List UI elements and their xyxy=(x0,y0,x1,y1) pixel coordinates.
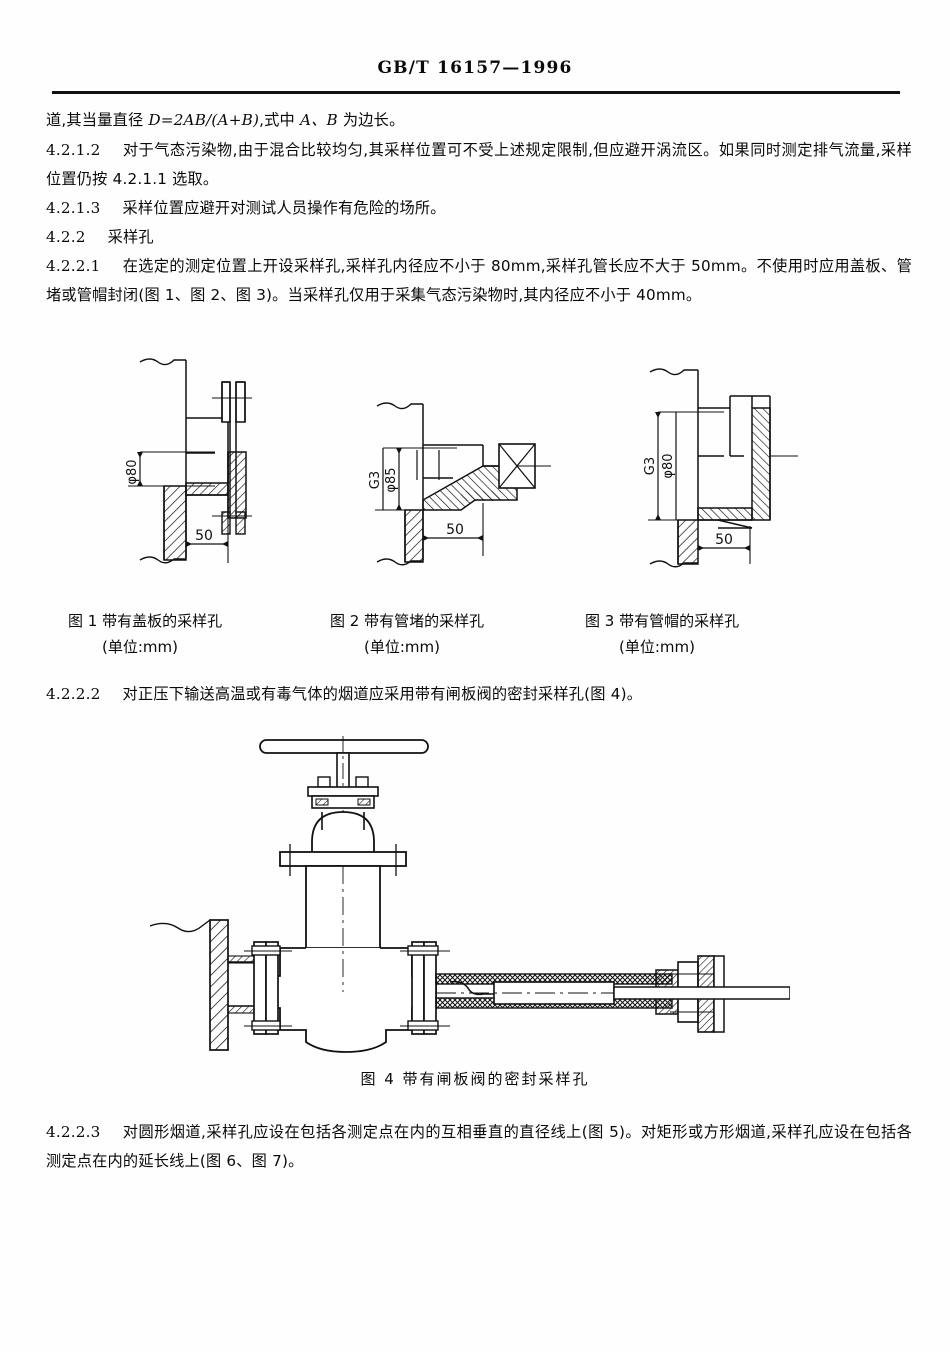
figure-3-caption-line1: 图 3 带有管帽的采样孔 xyxy=(585,612,740,630)
para-vars: A、B xyxy=(299,111,338,129)
figure-3-caption-line2: (单位:mm) xyxy=(619,638,695,656)
figure-2-caption: 图 2 带有管堵的采样孔 (单位:mm) xyxy=(330,608,484,660)
header-rule xyxy=(52,91,900,94)
clause-4-2-2-heading: 4.2.2 采样孔 xyxy=(46,223,912,252)
figure-1-length-label: 50 xyxy=(195,528,213,544)
figure-3-drawing: G3 φ80 50 xyxy=(600,348,850,588)
clause-number-4222: 4.2.2.2 xyxy=(46,685,101,703)
para-formula: D=2AB/(A+B) xyxy=(148,111,260,129)
clause-text-4212: 对于气态污染物,由于混合比较均匀,其采样位置可不受上述规定限制,但应避开涡流区。… xyxy=(46,141,912,188)
figure-1-diameter-label: φ80 xyxy=(125,459,140,484)
clause-number-4223: 4.2.2.3 xyxy=(46,1123,101,1141)
clause-text-4213: 采样位置应避开对测试人员操作有危险的场所。 xyxy=(122,199,446,217)
clause-title-422: 采样孔 xyxy=(107,228,154,246)
para-end: 为边长。 xyxy=(337,111,405,129)
figure-2-diameter-label: φ85 xyxy=(384,467,399,492)
para-tail: ,式中 xyxy=(259,111,300,129)
figure-captions-1-3: 图 1 带有盖板的采样孔 (单位:mm) 图 2 带有管堵的采样孔 (单位:mm… xyxy=(0,608,950,664)
figure-2-drawing: G3 φ85 50 xyxy=(365,348,615,588)
clause-number-4221: 4.2.2.1 xyxy=(46,257,101,275)
figure-row-1-3: φ80 50 xyxy=(0,348,950,588)
clause-number-422: 4.2.2 xyxy=(46,228,86,246)
figure-2-caption-line2: (单位:mm) xyxy=(364,638,440,656)
figure-2-caption-line1: 图 2 带有管堵的采样孔 xyxy=(330,612,485,630)
figure-1-caption-line2: (单位:mm) xyxy=(102,638,178,656)
page-header: GB/T 16157—1996 xyxy=(0,58,950,78)
clause-4-2-1-3: 4.2.1.3 采样位置应避开对测试人员操作有危险的场所。 xyxy=(46,194,912,223)
figure-3-caption: 图 3 带有管帽的采样孔 (单位:mm) xyxy=(585,608,739,660)
figure-1-caption: 图 1 带有盖板的采样孔 (单位:mm) xyxy=(68,608,222,660)
figure-1-caption-line1: 图 1 带有盖板的采样孔 xyxy=(68,612,223,630)
figure-2-length-label: 50 xyxy=(446,522,464,538)
figure-4-drawing xyxy=(149,730,791,1064)
para-lead: 道,其当量直径 xyxy=(46,111,149,129)
figure-3-length-label: 50 xyxy=(715,532,733,548)
figure-3-diameter-label: φ80 xyxy=(661,453,676,478)
figure-4-caption: 图 4 带有闸板阀的密封采样孔 xyxy=(360,1070,590,1088)
clause-number-4213: 4.2.1.3 xyxy=(46,199,101,217)
clause-number-4212: 4.2.1.2 xyxy=(46,141,101,159)
standard-number: GB/T 16157—1996 xyxy=(377,58,573,78)
clause-text-4222: 对正压下输送高温或有毒气体的烟道应采用带有闸板阀的密封采样孔(图 4)。 xyxy=(122,685,643,703)
figure-2-thread-label: G3 xyxy=(368,471,383,489)
clause-text-4223: 对圆形烟道,采样孔应设在包括各测定点在内的互相垂直的直径线上(图 5)。对矩形或… xyxy=(46,1123,912,1170)
figure-1-drawing: φ80 50 xyxy=(100,348,370,588)
clause-text-4221: 在选定的测定位置上开设采样孔,采样孔内径应不小于 80mm,采样孔管长应不大于 … xyxy=(46,257,912,304)
paragraph-continuation: 道,其当量直径 D=2AB/(A+B),式中 A、B 为边长。 xyxy=(46,106,912,135)
clause-4-2-2-2: 4.2.2.2 对正压下输送高温或有毒气体的烟道应采用带有闸板阀的密封采样孔(图 … xyxy=(46,680,912,709)
figure-3-thread-label: G3 xyxy=(643,457,658,475)
